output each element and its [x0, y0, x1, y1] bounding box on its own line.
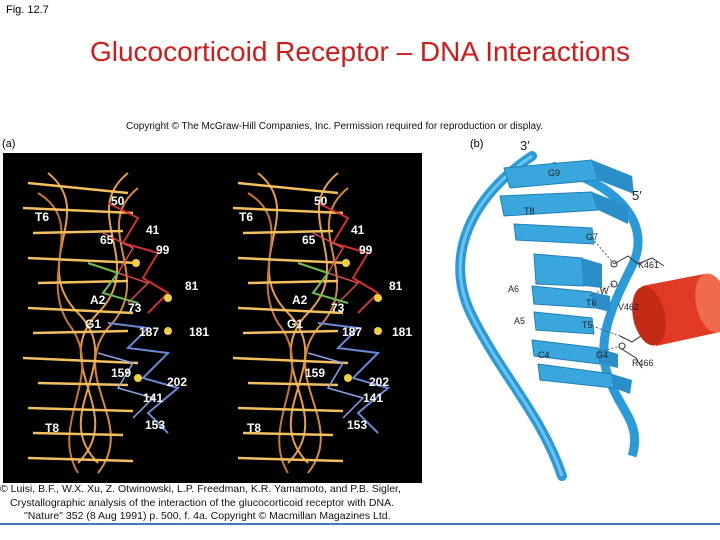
- stereo-structure-drawing: [3, 153, 422, 483]
- panel-a-label: (a): [2, 138, 15, 150]
- residue-label: K461: [638, 260, 659, 270]
- base-label: T8: [247, 421, 261, 435]
- recognition-helix-cylinder: [627, 270, 720, 348]
- residue-label: 65: [302, 233, 315, 247]
- residue-label: 153: [347, 418, 367, 432]
- citation-line: Crystallographic analysis of the interac…: [0, 497, 440, 511]
- residue-label: 202: [369, 375, 389, 389]
- slide-title: Glucocorticoid Receptor – DNA Interactio…: [0, 36, 720, 68]
- residue-label: 187: [139, 325, 159, 339]
- base-label: A2: [90, 293, 105, 307]
- base-label: G1: [287, 317, 303, 331]
- base-label: G7: [586, 232, 598, 242]
- base-label: A2: [292, 293, 307, 307]
- residue-label: 50: [314, 194, 327, 208]
- base-label: A5: [514, 316, 525, 326]
- residue-label: 141: [363, 391, 383, 405]
- residue-label: 181: [392, 325, 412, 339]
- residue-label: 159: [305, 366, 325, 380]
- residue-label: 73: [128, 301, 141, 315]
- base-label: T6: [586, 298, 597, 308]
- base-label: T6: [239, 210, 253, 224]
- five-prime-end-label: 5′: [632, 188, 642, 203]
- base-label: T6: [35, 210, 49, 224]
- bottom-divider: [0, 523, 720, 525]
- base-label: T8: [45, 421, 59, 435]
- base-label: A6: [508, 284, 519, 294]
- residue-label: 159: [111, 366, 131, 380]
- residue-label: 187: [342, 325, 362, 339]
- residue-label: W: [600, 286, 609, 296]
- copyright-notice: Copyright © The McGraw-Hill Companies, I…: [126, 121, 543, 132]
- residue-label: 41: [146, 223, 159, 237]
- base-label: C4: [538, 350, 550, 360]
- image-citation: © Luisi, B.F., W.X. Xu, Z. Otwinowski, L…: [0, 483, 440, 524]
- residue-label: 141: [143, 391, 163, 405]
- residue-label: 202: [167, 375, 187, 389]
- base-label: G9: [548, 168, 560, 178]
- residue-label: 181: [189, 325, 209, 339]
- residue-label: 73: [331, 301, 344, 315]
- residue-label: 99: [156, 243, 169, 257]
- stereo-structure-image: 50 T6 41 65 99 81 A2 73 G1 187 181 159 2…: [3, 153, 422, 483]
- citation-line: © Luisi, B.F., W.X. Xu, Z. Otwinowski, L…: [0, 483, 440, 497]
- residue-label: 81: [389, 279, 402, 293]
- citation-line: "Nature" 352 (8 Aug 1991) p. 500, f. 4a.…: [0, 510, 440, 524]
- dna-helix-diagram: 3′ 5′ G9 T8 G7 A6 T6 A5 T5 C4 G4 K461 V4…: [442, 136, 720, 486]
- dna-helix-drawing: [442, 136, 720, 486]
- base-label: G1: [85, 317, 101, 331]
- residue-label: V462: [618, 302, 639, 312]
- base-label: T5: [582, 320, 593, 330]
- figure-number: Fig. 12.7: [6, 4, 49, 16]
- three-prime-end-label: 3′: [520, 138, 530, 153]
- residue-label: 99: [359, 243, 372, 257]
- base-label: G4: [596, 350, 608, 360]
- residue-label: 50: [111, 194, 124, 208]
- residue-label: 81: [185, 279, 198, 293]
- residue-label: R466: [632, 358, 654, 368]
- residue-label: 41: [351, 223, 364, 237]
- residue-label: 153: [145, 418, 165, 432]
- residue-label: 65: [100, 233, 113, 247]
- base-label: T8: [524, 206, 535, 216]
